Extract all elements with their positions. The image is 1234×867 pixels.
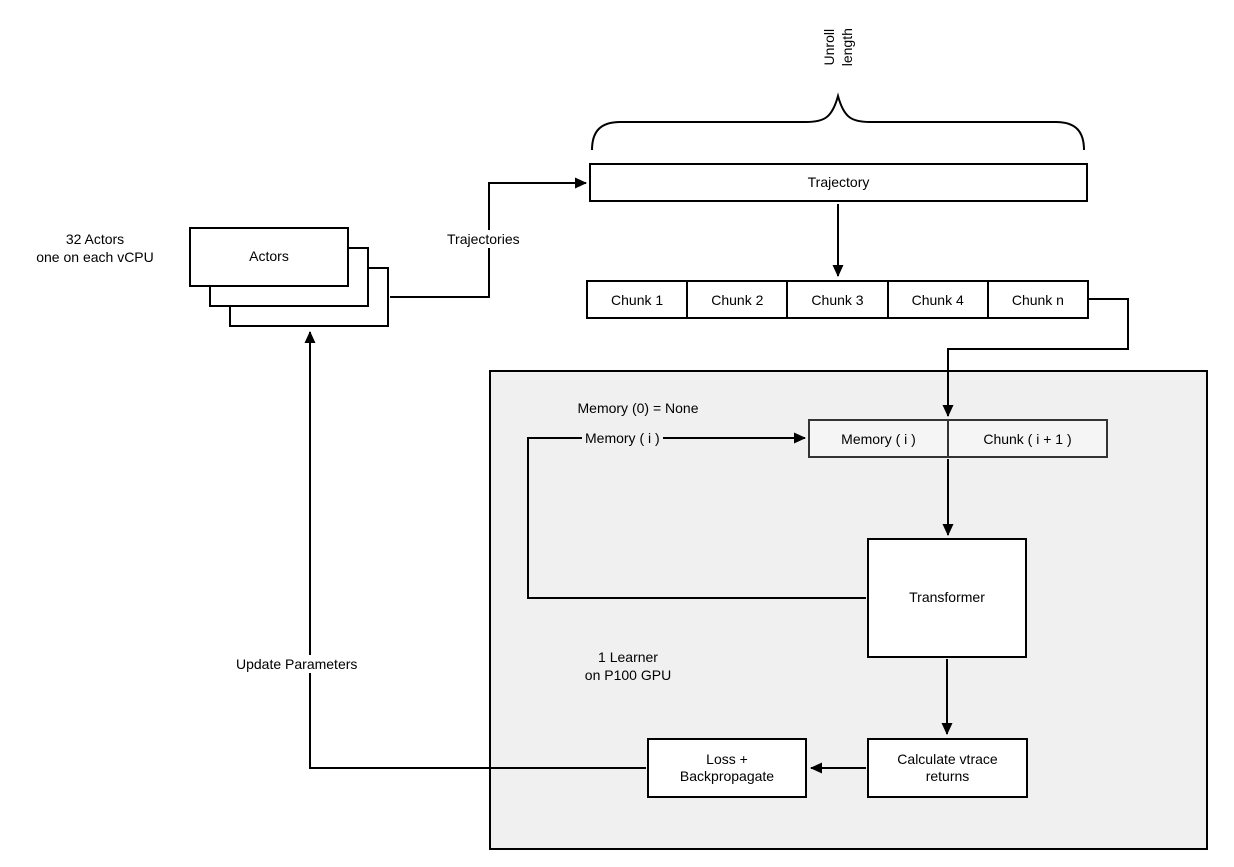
chunk-3-label: Chunk 3 xyxy=(811,291,864,308)
chunk-1-label: Chunk 1 xyxy=(611,291,664,308)
vtrace-label-line2: returns xyxy=(925,768,970,784)
actors-annotation-line2: one on each vCPU xyxy=(36,249,154,266)
memory-chunk-row: Memory ( i ) Chunk ( i + 1 ) xyxy=(808,419,1108,458)
connector-chunkn-to-memory xyxy=(942,298,1129,417)
loss-box: Loss + Backpropagate xyxy=(647,738,807,798)
learner-annotation: 1 Learner on P100 GPU xyxy=(548,648,708,684)
chunk-next-cell: Chunk ( i + 1 ) xyxy=(947,419,1108,458)
vtrace-box: Calculate vtrace returns xyxy=(867,738,1028,798)
transformer-label: Transformer xyxy=(909,589,985,606)
memory-cell: Memory ( i ) xyxy=(808,419,949,458)
memory-zero-note: Memory (0) = None xyxy=(577,400,699,416)
learner-annotation-line2: on P100 GPU xyxy=(584,667,672,684)
memory-i-edge-label: Memory ( i ) xyxy=(582,429,663,447)
loss-label-line1: Loss + xyxy=(706,750,748,767)
trajectories-edge-label: Trajectories xyxy=(444,230,523,248)
unroll-length-brace xyxy=(591,92,1085,151)
trajectory-label: Trajectory xyxy=(807,173,870,190)
chunk-row: Chunk 1 Chunk 2 Chunk 3 Chunk 4 Chunk n xyxy=(586,280,1090,319)
connector-transformer-loop-to-memory xyxy=(527,432,866,599)
chunk-cell-2: Chunk 2 xyxy=(686,280,789,319)
chunk-2-label: Chunk 2 xyxy=(711,291,764,308)
chunk-cell-4: Chunk 4 xyxy=(886,280,989,319)
chunk-cell-3: Chunk 3 xyxy=(786,280,889,319)
memory-cell-label: Memory ( i ) xyxy=(841,430,916,447)
unroll-length-line2: length xyxy=(839,27,855,67)
update-parameters-edge-label: Update Parameters xyxy=(233,655,361,673)
unroll-length-line1: Unroll xyxy=(820,28,837,66)
vtrace-label-line1: Calculate vtrace xyxy=(897,750,998,767)
connector-loss-to-actors-update-parameters xyxy=(304,331,646,769)
chunk-4-label: Chunk 4 xyxy=(911,291,964,308)
loss-label-line2: Backpropagate xyxy=(679,768,775,784)
actors-annotation: 32 Actors one on each vCPU xyxy=(5,230,185,266)
chunk-next-cell-label: Chunk ( i + 1 ) xyxy=(983,430,1072,447)
learner-annotation-line1: 1 Learner xyxy=(598,649,658,665)
actors-label: Actors xyxy=(249,248,289,265)
actors-annotation-line1: 32 Actors xyxy=(65,231,125,247)
chunk-cell-n: Chunk n xyxy=(986,280,1090,319)
chunk-cell-1: Chunk 1 xyxy=(586,280,689,319)
actors-box-front: Actors xyxy=(189,227,349,287)
unroll-length-label: Unroll length xyxy=(800,8,876,86)
transformer-box: Transformer xyxy=(867,538,1027,658)
chunk-n-label: Chunk n xyxy=(1011,291,1064,308)
trajectory-box: Trajectory xyxy=(589,163,1088,202)
